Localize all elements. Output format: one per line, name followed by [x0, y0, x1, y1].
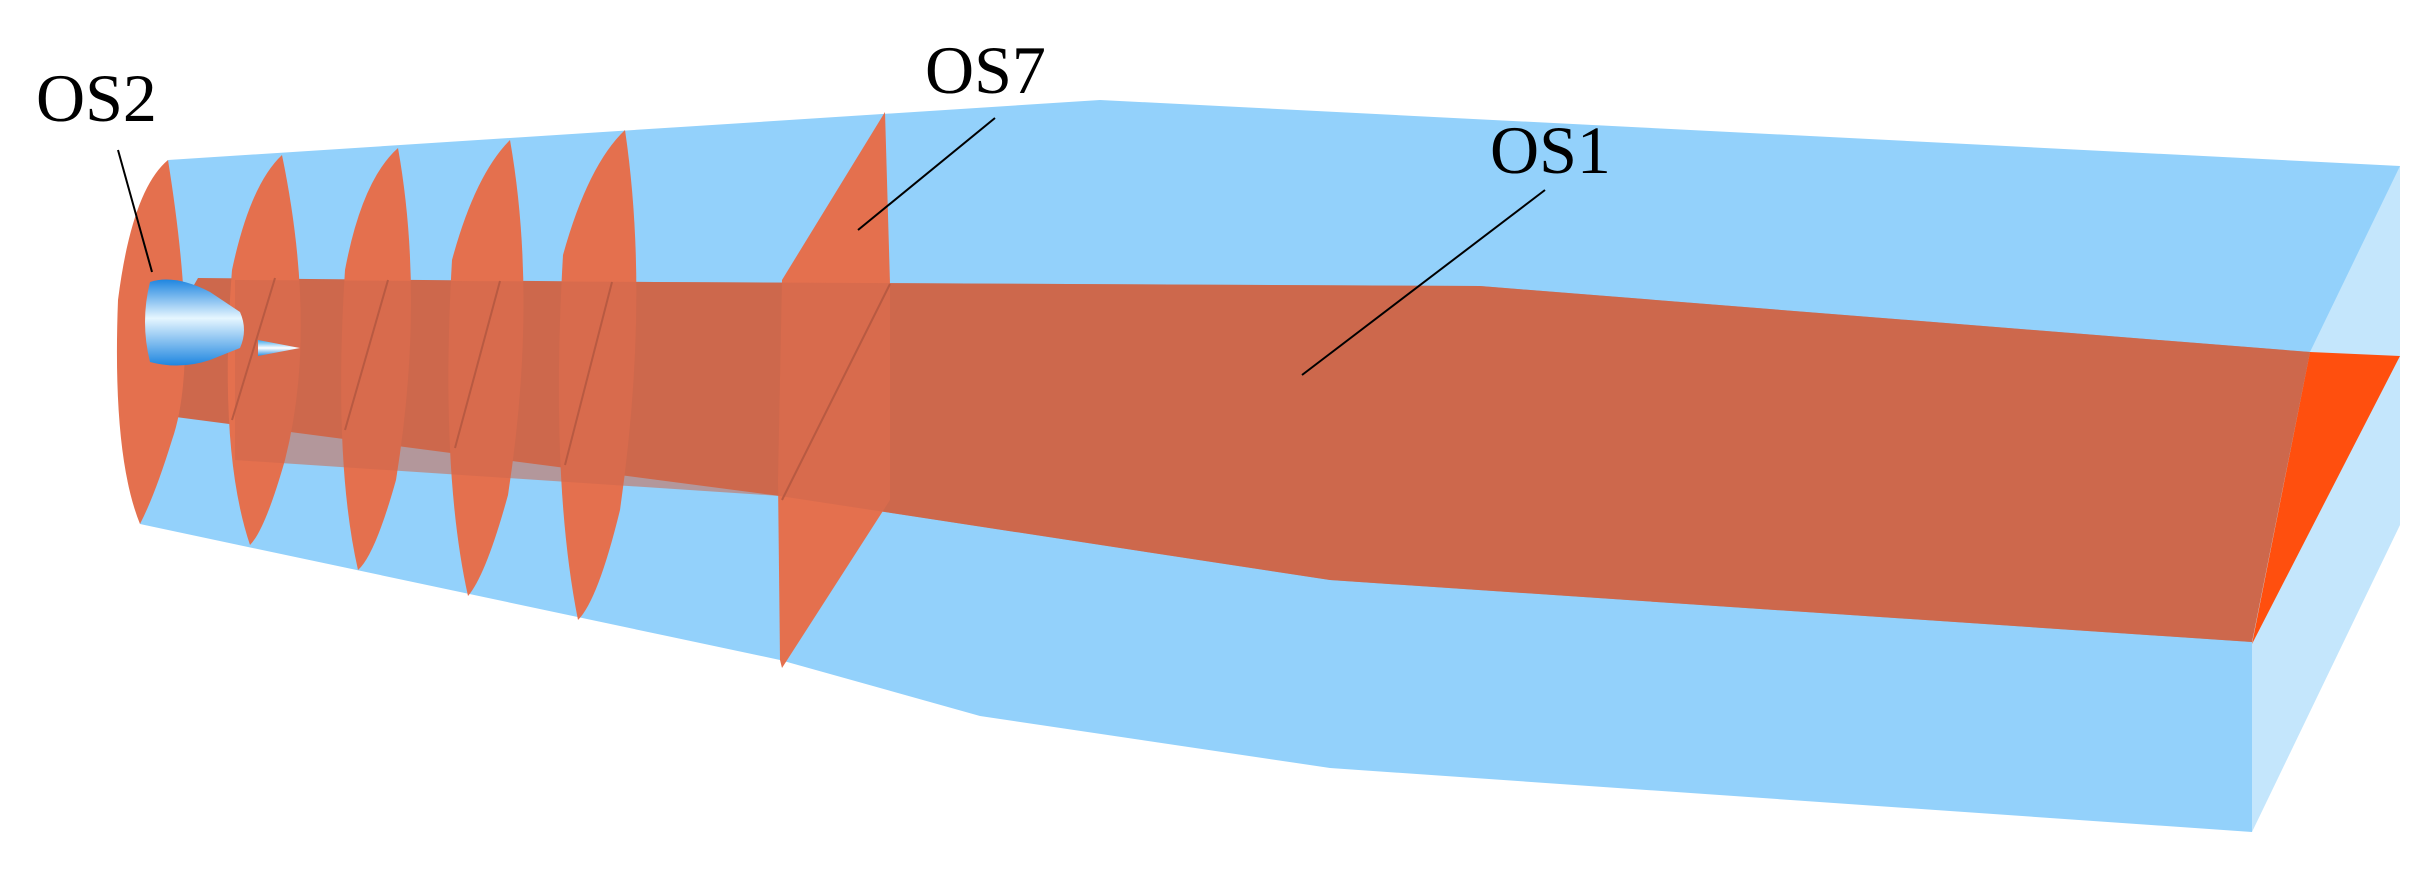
- section-line-3: [344, 279, 389, 431]
- label-os1: OS1: [1490, 112, 1611, 188]
- section-line-2: [231, 277, 276, 421]
- projectile-body-os2: [145, 279, 244, 366]
- leader-line-os2: [117, 149, 153, 273]
- section-lines: [231, 277, 891, 501]
- outlet-face: [2252, 352, 2400, 644]
- leader-line-os7: [857, 117, 996, 231]
- leader-line-os1: [1301, 189, 1546, 376]
- projectile-tip: [258, 340, 300, 356]
- section-line-5: [564, 281, 613, 466]
- label-os2: OS2: [36, 60, 157, 136]
- section-line-os7: [781, 283, 891, 501]
- section-line-4: [454, 280, 501, 449]
- midplane-os1-overlay: [235, 280, 2310, 642]
- label-os7: OS7: [925, 32, 1046, 108]
